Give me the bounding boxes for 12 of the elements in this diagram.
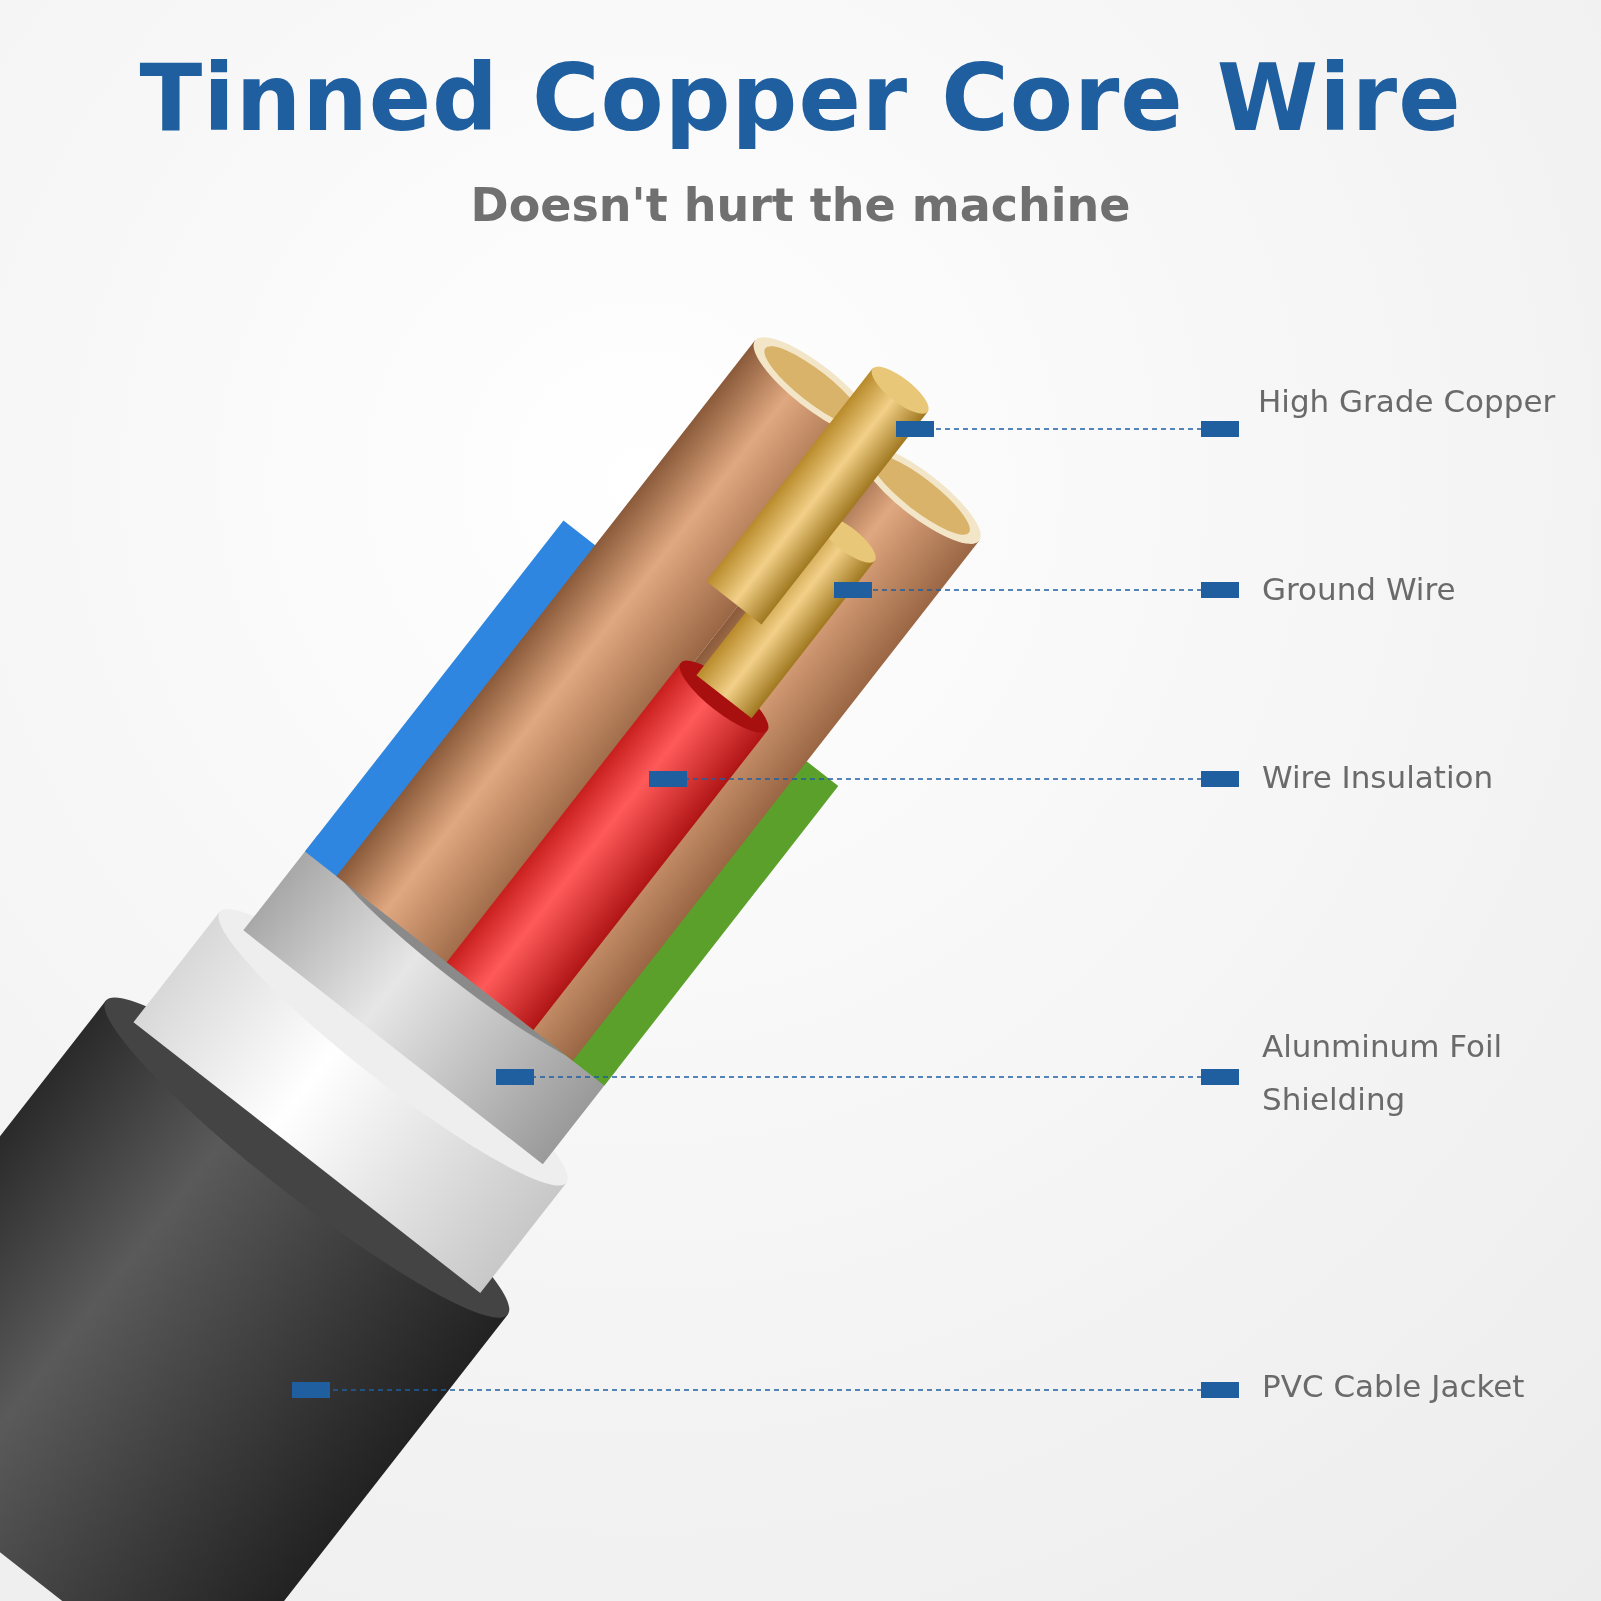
part-label: Ground Wire (1262, 571, 1456, 607)
leader-line (834, 582, 1239, 598)
part-label: High Grade Copper (1258, 383, 1556, 419)
leader-line (292, 1382, 1239, 1398)
part-label: Wire Insulation (1262, 759, 1494, 795)
leader-line (496, 1069, 1239, 1085)
subtitle: Doesn't hurt the machine (469, 178, 1132, 232)
part-label: Alunminum Foil Shielding (1262, 1028, 1503, 1117)
part-label: PVC Cable Jacket (1262, 1368, 1525, 1404)
leader-line (649, 771, 1239, 787)
leader-line (896, 421, 1239, 437)
title: Tinned Copper Core Wire (138, 45, 1463, 152)
